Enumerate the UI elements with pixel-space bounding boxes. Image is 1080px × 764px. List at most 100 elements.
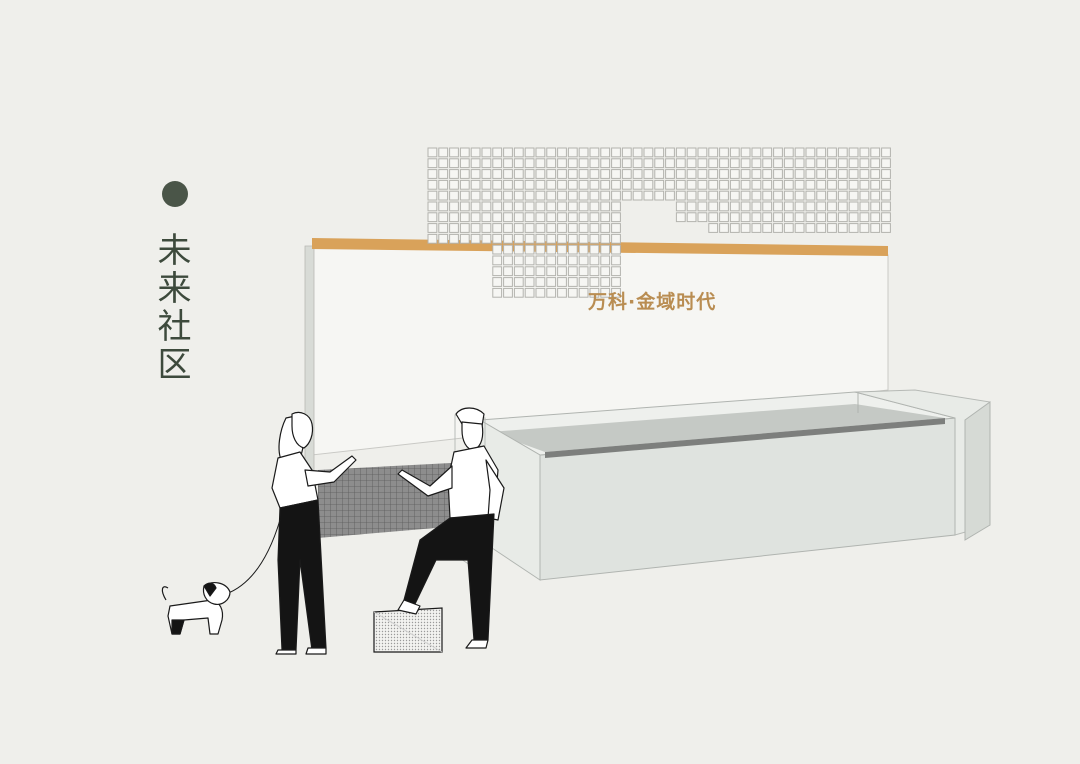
lattice-cell	[773, 169, 783, 179]
lattice-cell	[805, 201, 816, 212]
lattice-cell	[557, 190, 567, 201]
lattice-cell	[621, 190, 632, 201]
lattice-cell	[427, 201, 438, 212]
lattice-cell	[611, 179, 621, 190]
lattice-cell	[513, 233, 524, 244]
lattice-cell	[535, 179, 546, 190]
lattice-cell	[729, 147, 740, 158]
lattice-cell	[438, 158, 449, 169]
lattice-cell	[578, 223, 589, 233]
lattice-cell	[492, 287, 503, 298]
lattice-cell	[524, 190, 535, 201]
lattice-cell	[535, 244, 546, 255]
lattice-cell	[762, 158, 773, 169]
lattice-cell	[859, 212, 870, 223]
lattice-cell	[578, 190, 589, 201]
lattice-cell	[600, 223, 611, 233]
lattice-cell	[557, 212, 567, 223]
lattice-cell	[848, 223, 859, 233]
lattice-cell	[762, 179, 773, 190]
lattice-cell	[643, 158, 654, 169]
lattice-cell	[686, 158, 697, 169]
lattice-cell	[762, 169, 773, 179]
lattice-cell	[837, 179, 848, 190]
lattice-cell	[805, 169, 816, 179]
lattice-cell	[481, 179, 492, 190]
lattice-cell	[546, 179, 557, 190]
lattice-cell	[740, 223, 751, 233]
lattice-cell	[729, 179, 740, 190]
lattice-cell	[578, 169, 589, 179]
lattice-cell	[492, 266, 503, 277]
lattice-cell	[600, 158, 611, 169]
lattice-cell	[600, 147, 611, 158]
lattice-cell	[503, 255, 513, 266]
lattice-cell	[686, 212, 697, 223]
lattice-cell	[481, 223, 492, 233]
lattice-cell	[729, 201, 740, 212]
lattice-cell	[513, 147, 524, 158]
lattice-cell	[611, 147, 621, 158]
lattice-cell	[427, 223, 438, 233]
lattice-cell	[837, 212, 848, 223]
lattice-cell	[881, 212, 891, 223]
lattice-cell	[837, 190, 848, 201]
lattice-cell	[794, 212, 805, 223]
lattice-cell	[503, 223, 513, 233]
lattice-cell	[578, 266, 589, 277]
lattice-cell	[503, 158, 513, 169]
lattice-cell	[470, 190, 481, 201]
lattice-cell	[492, 190, 503, 201]
lattice-cell	[492, 255, 503, 266]
lattice-cell	[762, 223, 773, 233]
lattice-cell	[524, 201, 535, 212]
lattice-cell	[589, 287, 600, 298]
lattice-cell	[611, 255, 621, 266]
lattice-cell	[535, 266, 546, 277]
lattice-cell	[557, 277, 567, 287]
lattice-cell	[837, 169, 848, 179]
lattice-cell	[827, 169, 837, 179]
lattice-cell	[751, 223, 762, 233]
lattice-cell	[459, 223, 470, 233]
lattice-cell	[848, 190, 859, 201]
lattice-cell	[686, 147, 697, 158]
lattice-cell	[881, 169, 891, 179]
lattice-cell	[492, 212, 503, 223]
lattice-cell	[837, 201, 848, 212]
lattice-cell	[643, 179, 654, 190]
lattice-cell	[611, 223, 621, 233]
lattice-cell	[632, 169, 643, 179]
lattice-cell	[859, 169, 870, 179]
lattice-cell	[611, 190, 621, 201]
lattice-cell	[859, 190, 870, 201]
lattice-cell	[708, 147, 719, 158]
lattice-cell	[492, 158, 503, 169]
lattice-cell	[535, 287, 546, 298]
lattice-cell	[589, 179, 600, 190]
lattice-cell	[535, 190, 546, 201]
lattice-cell	[816, 179, 827, 190]
section-title: 未来社区	[151, 232, 191, 384]
lattice-cell	[654, 179, 665, 190]
lattice-cell	[449, 158, 459, 169]
lattice-cell	[557, 244, 567, 255]
lattice-cell	[503, 179, 513, 190]
lattice-cell	[481, 158, 492, 169]
lattice-cell	[492, 201, 503, 212]
lattice-cell	[427, 190, 438, 201]
lattice-cell	[438, 233, 449, 244]
dog-figure	[161, 582, 231, 635]
lattice-cell	[589, 169, 600, 179]
lattice-cell	[762, 190, 773, 201]
lattice-cell	[697, 201, 708, 212]
lattice-cell	[794, 169, 805, 179]
lattice-cell	[773, 190, 783, 201]
lattice-cell	[827, 158, 837, 169]
lattice-cell	[719, 169, 729, 179]
lattice-cell	[773, 179, 783, 190]
lattice-cell	[740, 212, 751, 223]
lattice-cell	[600, 287, 611, 298]
lattice-cell	[535, 201, 546, 212]
